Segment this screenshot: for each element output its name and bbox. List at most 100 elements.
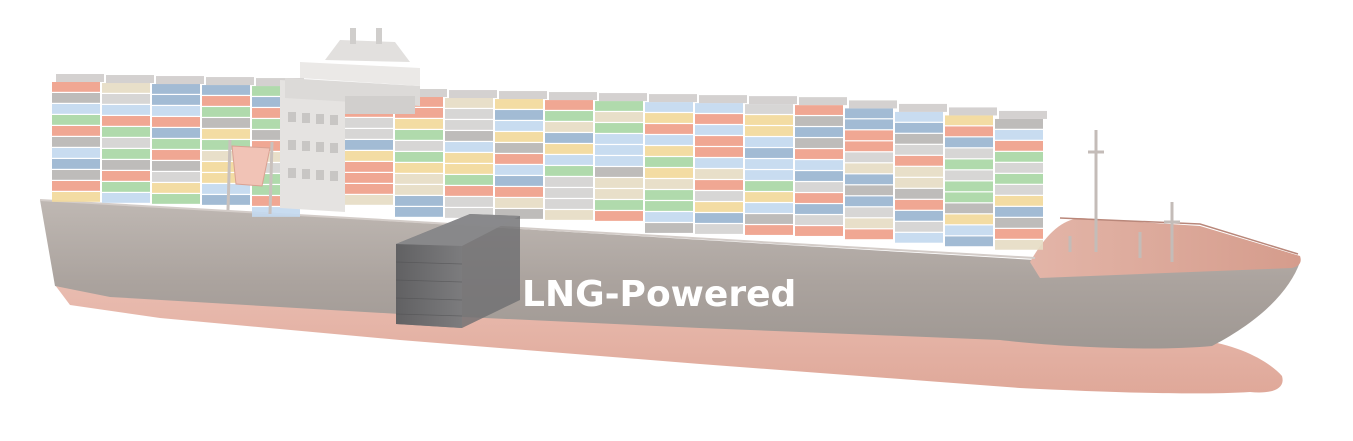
container-box (995, 118, 1043, 129)
container-lid (699, 95, 747, 104)
container-box (745, 192, 793, 202)
container-box (445, 186, 493, 196)
container-box (445, 131, 493, 141)
container-box (102, 138, 150, 148)
container-box (495, 165, 543, 175)
container-box (895, 155, 943, 166)
container-box (345, 140, 393, 150)
container-box (845, 185, 893, 196)
container-box (345, 184, 393, 194)
container-box (545, 188, 593, 198)
container-box (395, 108, 443, 118)
container-box (545, 122, 593, 132)
container-lid (206, 77, 254, 86)
container-box (395, 196, 443, 206)
container-box (345, 195, 393, 205)
container-box (52, 115, 100, 125)
container-lid (999, 110, 1047, 119)
hull-lower (55, 285, 1283, 394)
container-lid (949, 107, 997, 116)
container-box (52, 137, 100, 147)
container-box (745, 181, 793, 191)
container-box (52, 126, 100, 136)
container-box (252, 174, 300, 184)
container-box (152, 161, 200, 171)
container-box (595, 189, 643, 199)
container-box (52, 192, 100, 202)
container-box (895, 221, 943, 232)
container-box (152, 84, 200, 94)
container-box (395, 130, 443, 140)
container-box (595, 101, 643, 111)
bow-masts (1068, 130, 1180, 262)
container-box (645, 102, 693, 112)
container-box (445, 98, 493, 108)
container-box (345, 129, 393, 139)
container-box (152, 183, 200, 193)
container-box (695, 169, 743, 179)
hull-label: LNG-Powered (522, 274, 796, 315)
container-box (52, 159, 100, 169)
container-box (445, 208, 493, 218)
container-box (345, 118, 393, 128)
container-box (102, 182, 150, 192)
container-box (252, 185, 300, 195)
container-box (52, 170, 100, 180)
container-box (345, 173, 393, 183)
container-box (795, 226, 843, 236)
container-box (895, 144, 943, 155)
container-box (845, 218, 893, 229)
container-box (645, 223, 693, 233)
container-box (745, 126, 793, 136)
container-box (102, 171, 150, 181)
container-box (252, 97, 300, 107)
container-box (845, 141, 893, 152)
container-box (795, 204, 843, 214)
container-box (445, 153, 493, 163)
container-box (202, 85, 250, 95)
container-box (595, 167, 643, 177)
container-lid (849, 100, 897, 109)
container-box (945, 115, 993, 126)
bow-railing (1059, 217, 1299, 255)
container-box (695, 202, 743, 212)
container-box (202, 173, 250, 183)
container-box (745, 115, 793, 125)
container-lid (499, 91, 547, 100)
container-box (395, 152, 443, 162)
container-box (545, 144, 593, 154)
container-box (52, 148, 100, 158)
container-box (645, 190, 693, 200)
container-box (152, 139, 200, 149)
container-box (152, 117, 200, 127)
container-box (795, 127, 843, 137)
container-box (845, 152, 893, 163)
container-box (845, 130, 893, 141)
container-box (395, 185, 443, 195)
container-box (202, 151, 250, 161)
container-box (695, 114, 743, 124)
container-box (152, 128, 200, 138)
container-box (545, 177, 593, 187)
container-box (945, 137, 993, 148)
container-box (895, 166, 943, 177)
container-box (545, 111, 593, 121)
container-box (945, 159, 993, 170)
container-box (102, 127, 150, 137)
container-box (495, 187, 543, 197)
container-box (495, 209, 543, 219)
container-box (545, 210, 593, 220)
container-lid (449, 90, 497, 99)
container-lid (749, 96, 797, 105)
container-box (745, 137, 793, 147)
container-box (252, 196, 300, 206)
container-box (595, 178, 643, 188)
container-box (495, 154, 543, 164)
container-box (945, 126, 993, 137)
bow-deck (1030, 218, 1301, 278)
container-box (152, 106, 200, 116)
container-box (945, 203, 993, 214)
exhaust-funnel (325, 28, 410, 62)
container-box (545, 155, 593, 165)
container-box (345, 151, 393, 161)
